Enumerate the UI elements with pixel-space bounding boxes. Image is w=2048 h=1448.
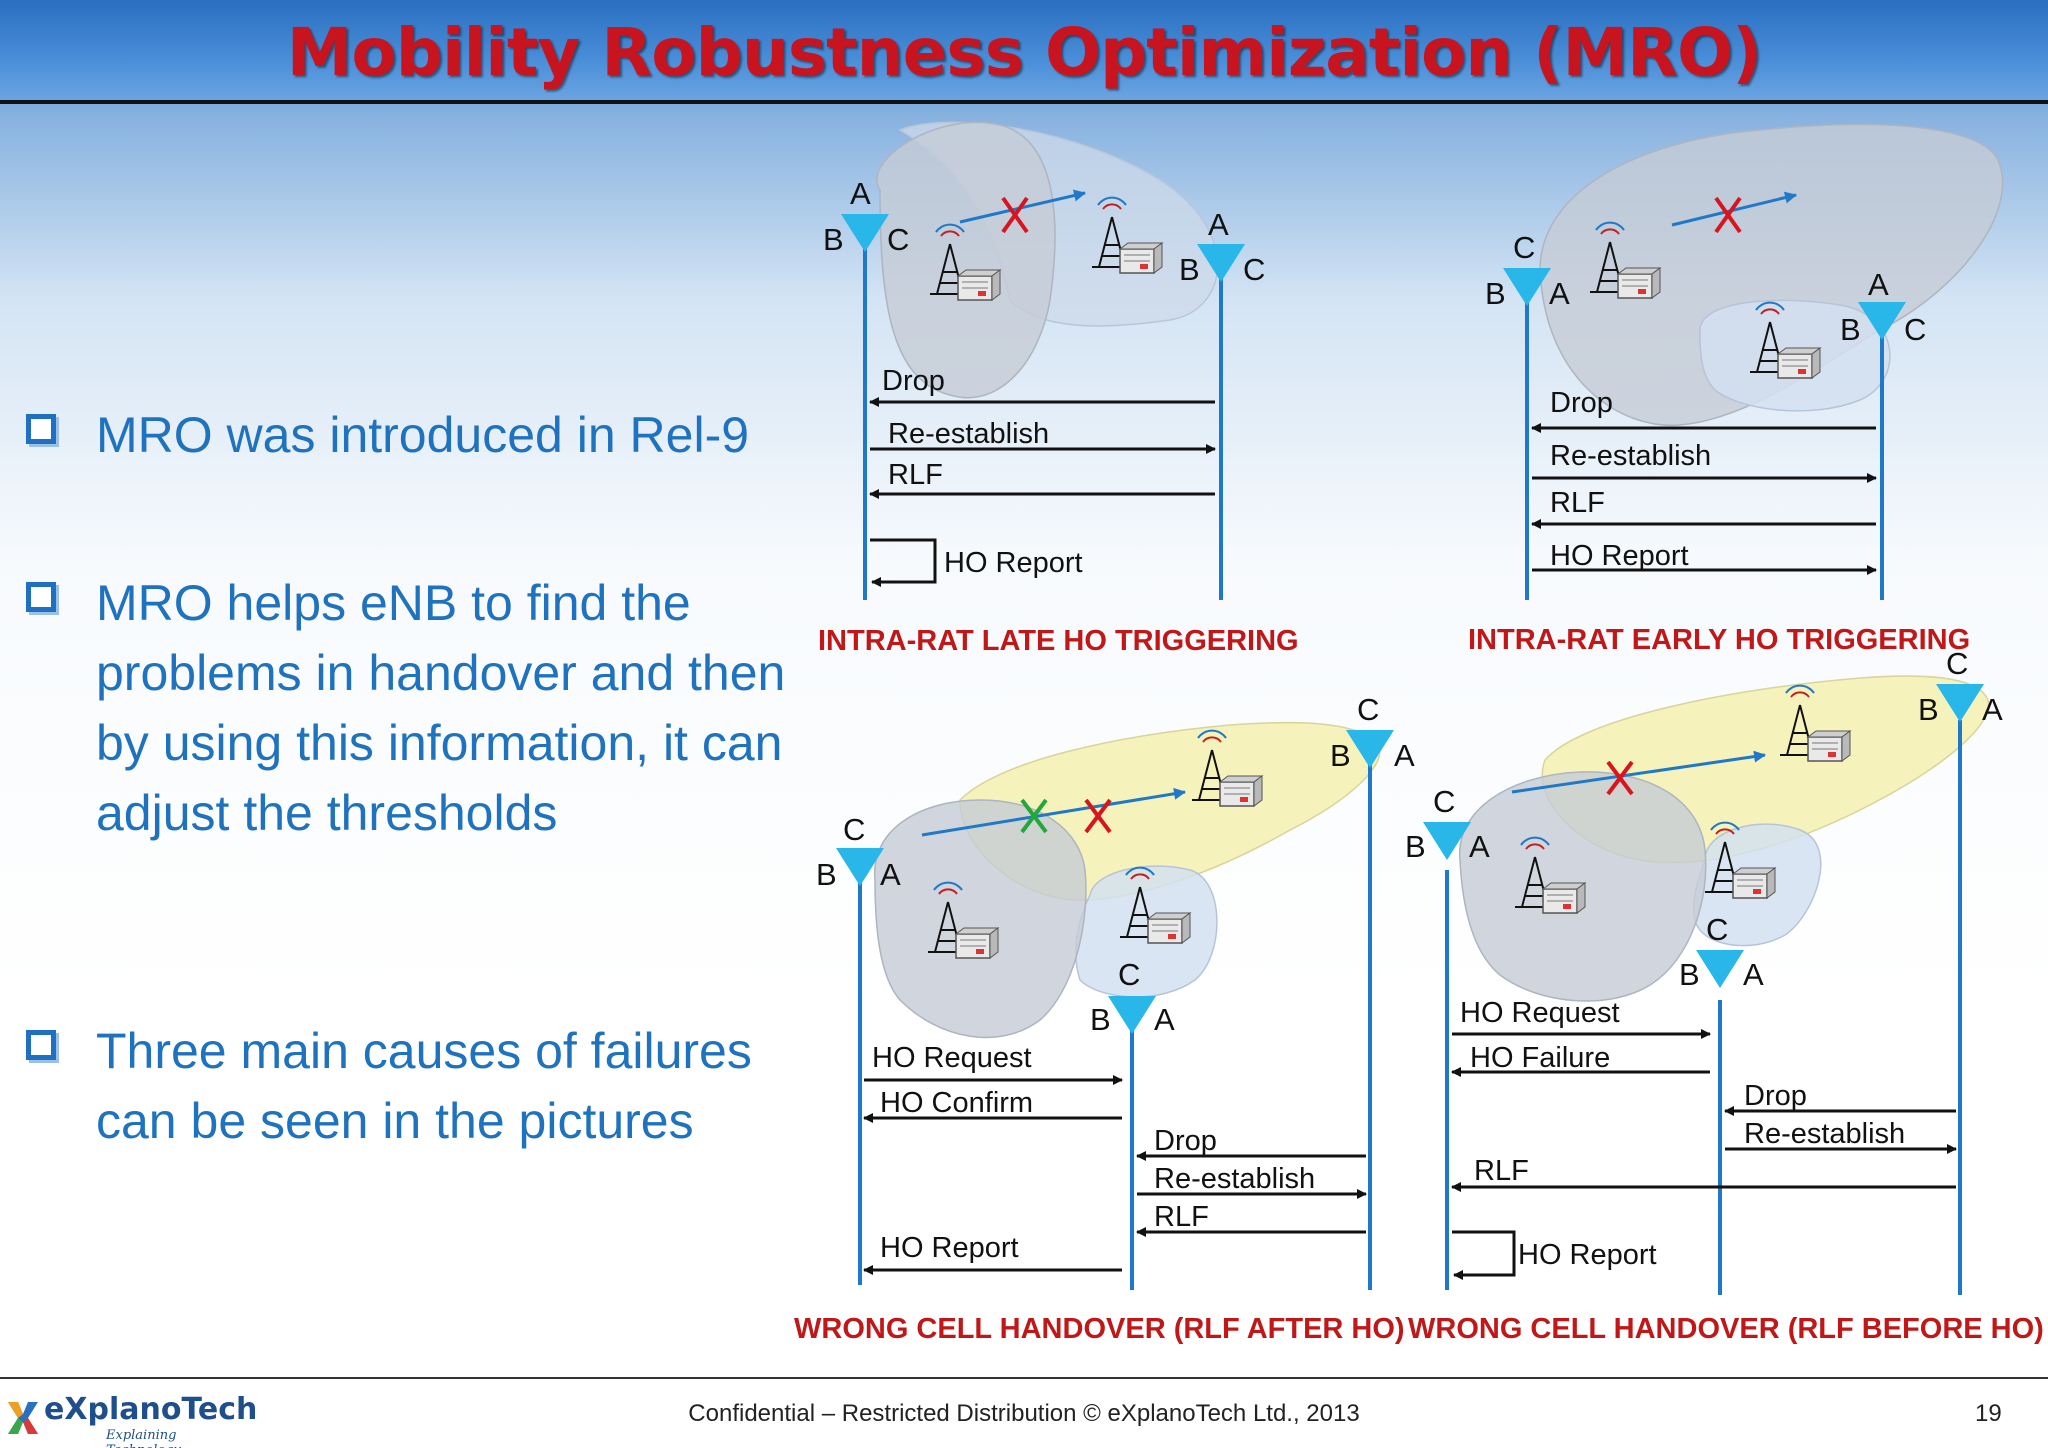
message-label: RLF — [1154, 1201, 1209, 1233]
message-label: Re-establish — [1744, 1118, 1905, 1150]
panel-wrong-before: C B A C B A C B A HO Request HO Failure … — [1405, 646, 2044, 1345]
sector-label: C — [1243, 252, 1265, 287]
message-label: HO Confirm — [880, 1087, 1033, 1119]
sector-label: A — [1982, 692, 2003, 727]
panel-wrong-after: C B A C B A C B A HO Request HO Confirm … — [794, 692, 1415, 1345]
sector-label: C — [1357, 692, 1379, 727]
sector-label: A — [1394, 738, 1415, 773]
logo-mark-icon — [8, 1402, 38, 1434]
cell-coverage — [1075, 865, 1218, 998]
sector-label: A — [1868, 267, 1889, 302]
sector-label: C — [1118, 957, 1140, 992]
bullet-text: MRO was introduced in Rel-9 — [96, 407, 750, 463]
logo-tagline: Explaining Technology — [106, 1428, 181, 1448]
cell-coverage — [1539, 123, 2004, 427]
sector-label: C — [887, 222, 909, 257]
panel-caption: WRONG CELL HANDOVER (RLF AFTER HO) — [794, 1313, 1405, 1345]
sector-label: A — [1549, 276, 1570, 311]
sector-label: C — [1513, 230, 1535, 265]
sector-label: B — [1330, 738, 1351, 773]
message-label: Re-establish — [1550, 440, 1711, 472]
checkbox-bullet-icon — [26, 1030, 56, 1060]
antenna-icon — [1696, 950, 1744, 988]
message-label: RLF — [1550, 487, 1605, 519]
sector-label: C — [843, 812, 865, 847]
message-label: HO Report — [1518, 1239, 1657, 1271]
sector-label: B — [1090, 1002, 1111, 1037]
message-label: Re-establish — [888, 418, 1049, 450]
company-logo: eXplanoTech Explaining Technology — [6, 1392, 257, 1448]
footer-divider — [0, 1377, 2048, 1379]
failure-x-icon — [1001, 196, 1029, 234]
message-label: Drop — [1154, 1125, 1217, 1157]
panel-caption: WRONG CELL HANDOVER (RLF BEFORE HO) — [1408, 1313, 2044, 1345]
bullet-text: MRO helps eNB to find the problems in ha… — [96, 575, 786, 841]
sector-label: C — [1433, 784, 1455, 819]
sector-label: B — [1918, 692, 1939, 727]
message-label: RLF — [1474, 1155, 1529, 1187]
sector-label: C — [1946, 646, 1968, 681]
message-label: HO Report — [880, 1232, 1019, 1264]
slide-title: Mobility Robustness Optimization (MRO) — [286, 14, 1763, 91]
page-number: 19 — [1975, 1400, 2002, 1427]
sector-label: A — [1469, 829, 1490, 864]
sector-label: B — [823, 222, 844, 257]
message-label: HO Failure — [1470, 1042, 1610, 1074]
message-label: HO Report — [1550, 540, 1689, 572]
cell-coverage — [876, 121, 1056, 399]
panel-caption: INTRA-RAT LATE HO TRIGGERING — [818, 625, 1299, 657]
message-arrow — [870, 538, 937, 587]
sector-label: A — [1154, 1002, 1175, 1037]
sector-label: A — [850, 176, 871, 211]
bullet-text: Three main causes of failures can be see… — [96, 1023, 752, 1149]
sector-label: C — [1706, 912, 1728, 947]
panel-early-ho: C B A A B C Drop Re-establish RLF HO Rep… — [1468, 123, 2004, 656]
title-bar — [0, 0, 2048, 100]
logo-name: eXplanoTech — [44, 1392, 258, 1427]
message-arrow — [1452, 1230, 1516, 1280]
panel-late-ho: A B C A B C Drop Re-establish RLF HO Rep… — [818, 121, 1299, 657]
sector-label: C — [1904, 312, 1926, 347]
sector-label: A — [1743, 957, 1764, 992]
message-label: Drop — [1744, 1080, 1807, 1112]
footer-text: Confidential – Restricted Distribution ©… — [688, 1400, 1360, 1427]
checkbox-bullet-icon — [26, 414, 56, 444]
ue-movement-arrow — [1671, 191, 1797, 227]
cell-coverage — [874, 799, 1087, 1039]
title-underline — [0, 100, 2048, 104]
message-label: HO Request — [1460, 997, 1620, 1029]
sector-label: A — [880, 857, 901, 892]
sector-label: A — [1208, 207, 1229, 242]
ue-movement-arrow — [1511, 750, 1766, 794]
failure-x-icon — [1714, 196, 1742, 234]
message-label: Re-establish — [1154, 1163, 1315, 1195]
sector-label: B — [1679, 957, 1700, 992]
panel-caption: INTRA-RAT EARLY HO TRIGGERING — [1468, 624, 1970, 656]
sector-label: B — [1405, 829, 1426, 864]
message-label: RLF — [888, 459, 943, 491]
sector-label: B — [816, 857, 837, 892]
message-label: Drop — [882, 365, 945, 397]
sector-label: B — [1840, 312, 1861, 347]
sector-label: B — [1179, 252, 1200, 287]
failure-x-icon — [1606, 760, 1634, 796]
message-label: Drop — [1550, 387, 1613, 419]
message-label: HO Request — [872, 1042, 1032, 1074]
failure-x-icon — [1084, 798, 1112, 834]
checkbox-bullet-icon — [26, 582, 56, 612]
message-label: HO Report — [944, 547, 1083, 579]
success-x-icon — [1020, 798, 1048, 834]
sector-label: B — [1485, 276, 1506, 311]
ue-movement-arrow — [921, 787, 1186, 837]
antenna-icon — [1108, 996, 1156, 1034]
